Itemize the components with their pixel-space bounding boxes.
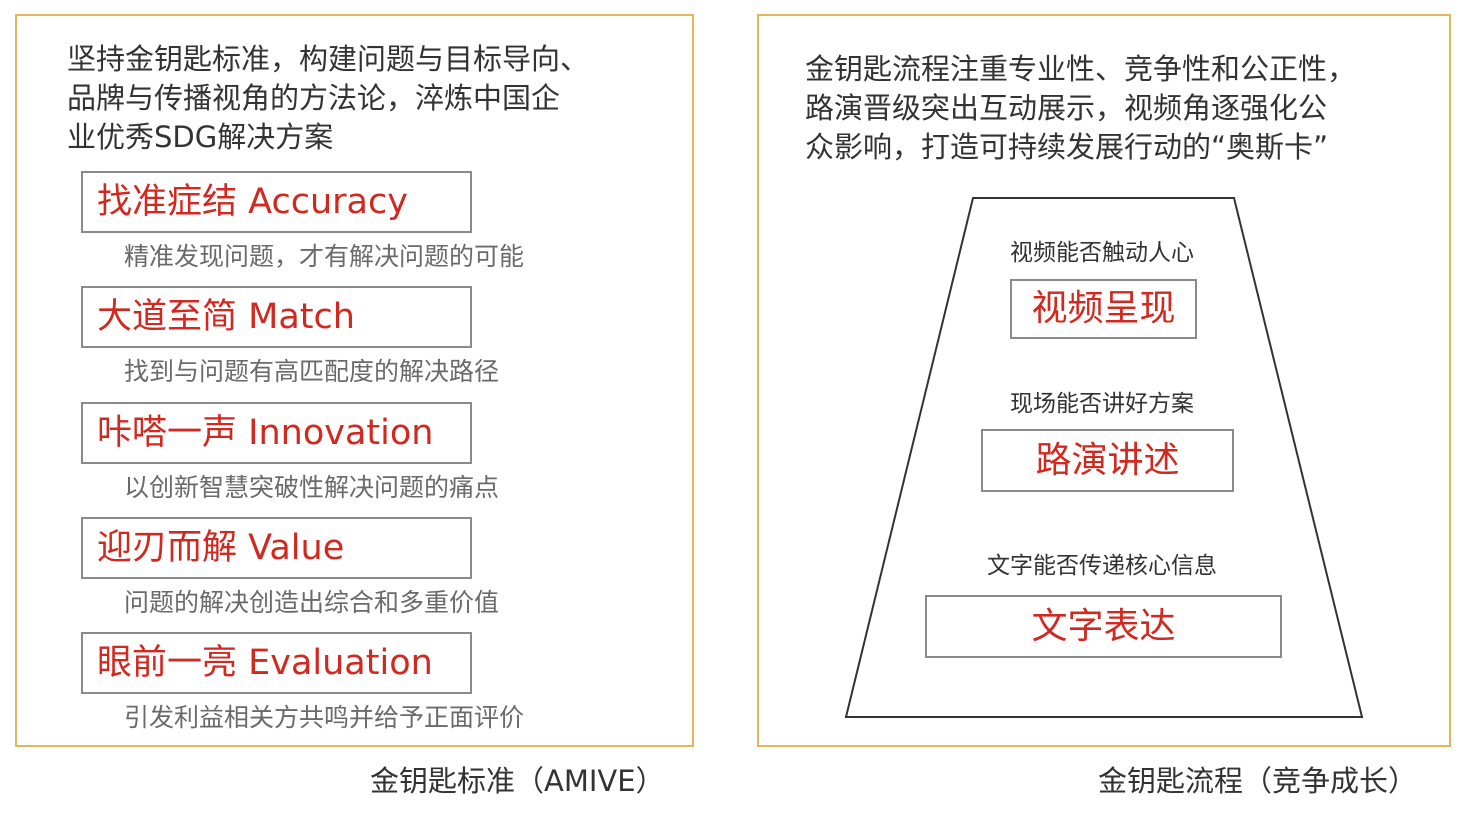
standard-box-evaluation: 眼前一亮 Evaluation [81,632,472,694]
standard-title: 大道至简 Match [97,297,355,337]
standard-title: 眼前一亮 Evaluation [97,643,433,683]
process-intro-line: 众影响，打造可持续发展行动的“奥斯卡” [805,130,1329,164]
stage-title: 文字表达 [1031,605,1176,647]
standard-box-match: 大道至简 Match [81,286,472,348]
standards-intro-line: 坚持金钥匙标准，构建问题与目标导向、 [67,42,590,76]
standard-description: 问题的解决创造出综合和多重价值 [124,588,500,617]
process-intro: 金钥匙流程注重专业性、竞争性和公正性， 路演晋级突出互动展示，视频角逐强化公 众… [805,50,1356,167]
standard-description: 以创新智慧突破性解决问题的痛点 [124,473,500,502]
stage-title: 路演讲述 [1035,439,1180,481]
stage-box-video: 视频呈现 [1010,279,1197,339]
standards-caption: 金钥匙标准（AMIVE） [370,764,665,798]
standard-title: 迎刃而解 Value [97,528,345,568]
standard-box-value: 迎刃而解 Value [81,517,472,579]
stage-question-video: 视频能否触动人心 [1010,240,1194,266]
stage-title: 视频呈现 [1031,288,1176,329]
process-intro-line: 金钥匙流程注重专业性、竞争性和公正性， [805,52,1357,86]
standards-intro: 坚持金钥匙标准，构建问题与目标导向、 品牌与传播视角的方法论，淬炼中国企 业优秀… [67,40,589,157]
process-intro-line: 路演晋级突出互动展示，视频角逐强化公 [805,91,1328,125]
stage-box-roadshow: 路演讲述 [981,429,1234,492]
stage-question-roadshow: 现场能否讲好方案 [1010,391,1194,417]
amive-standards-panel: 坚持金钥匙标准，构建问题与目标导向、 品牌与传播视角的方法论，淬炼中国企 业优秀… [15,14,694,747]
process-caption: 金钥匙流程（竞争成长） [1098,764,1418,798]
standard-title: 咔嗒一声 Innovation [97,413,434,453]
standard-description: 引发利益相关方共鸣并给予正面评价 [124,703,525,732]
standard-box-accuracy: 找准症结 Accuracy [81,171,472,233]
golden-key-process-panel: 金钥匙流程注重专业性、竞争性和公正性， 路演晋级突出互动展示，视频角逐强化公 众… [757,14,1451,747]
standards-intro-line: 品牌与传播视角的方法论，淬炼中国企 [67,81,561,115]
standards-intro-line: 业优秀SDG解决方案 [67,120,334,154]
stage-question-text: 文字能否传递核心信息 [987,553,1217,579]
standard-box-innovation: 咔嗒一声 Innovation [81,402,472,464]
standard-description: 找到与问题有高匹配度的解决路径 [124,357,500,386]
standard-description: 精准发现问题，才有解决问题的可能 [124,242,525,271]
standard-title: 找准症结 Accuracy [97,182,408,222]
stage-box-text: 文字表达 [925,595,1282,658]
